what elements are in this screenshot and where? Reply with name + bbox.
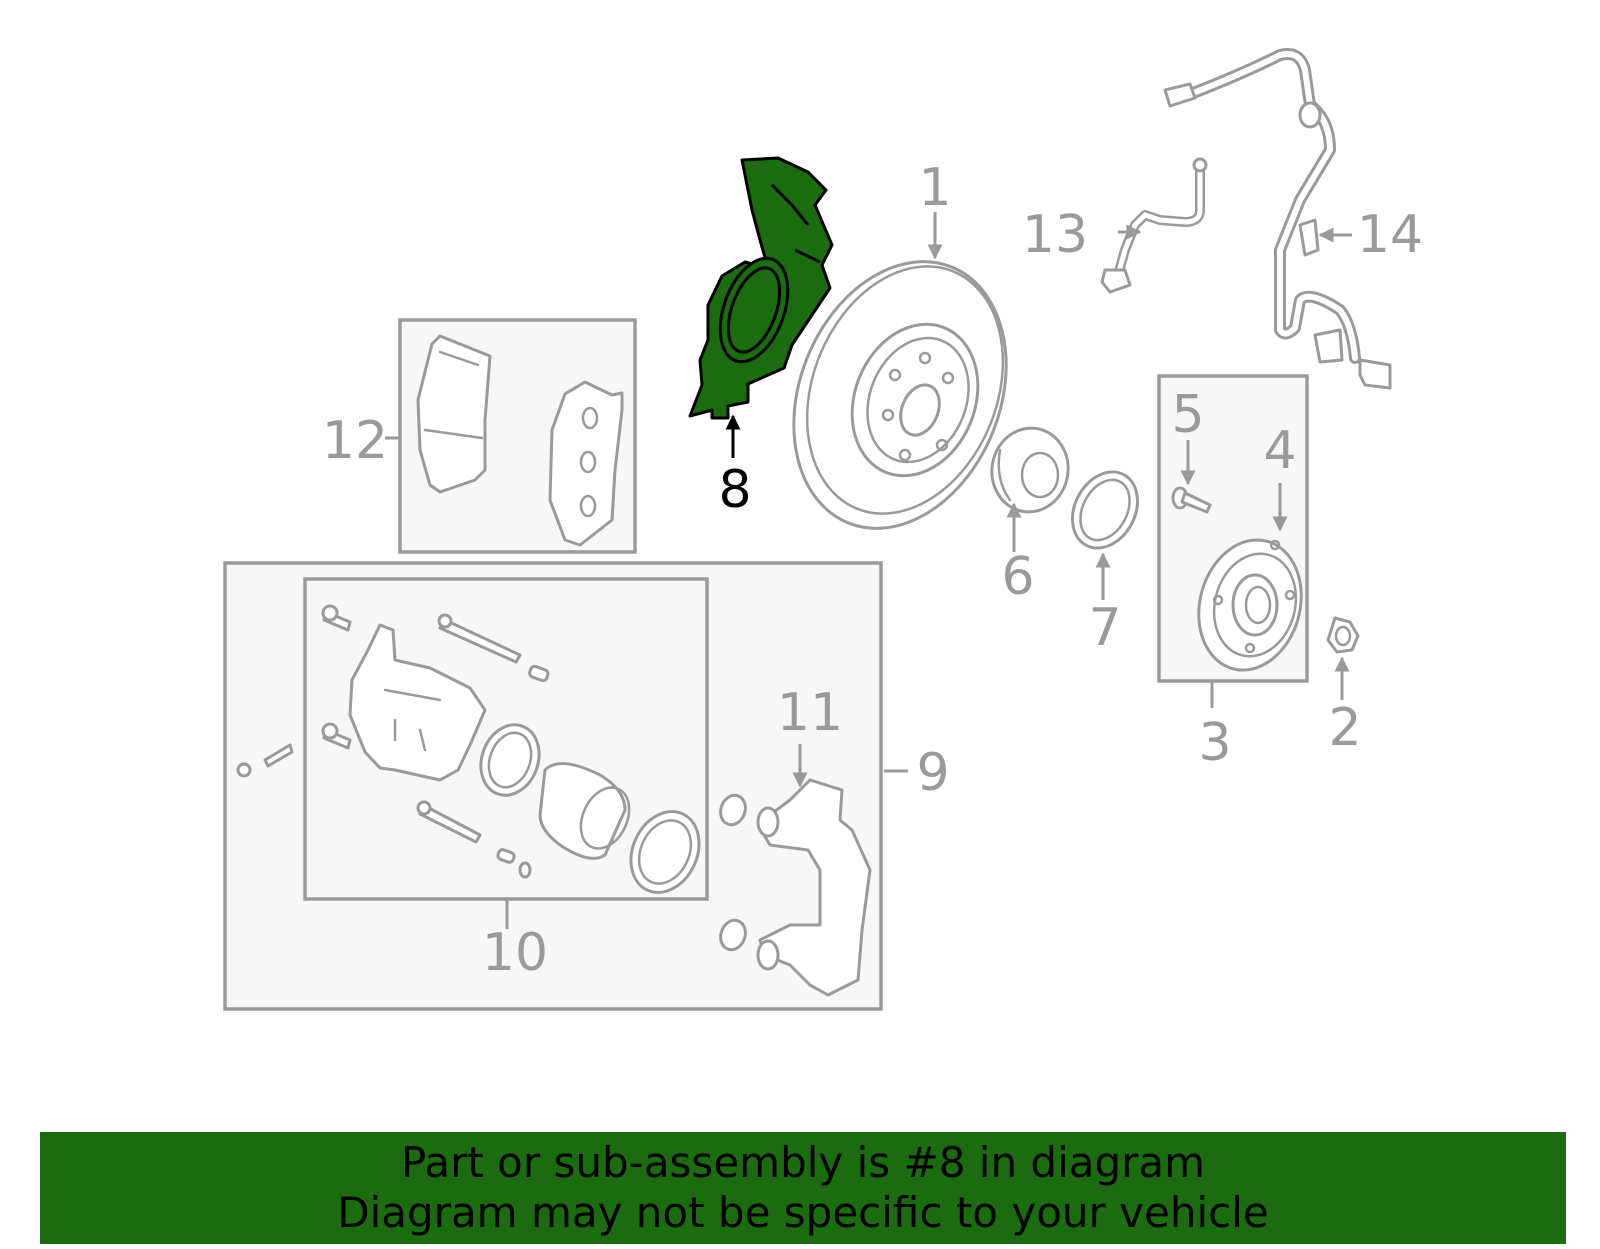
hub-nut-part-2[interactable] [1326,616,1360,654]
caliper-bracket-part-11[interactable] [717,778,872,997]
leader-lines [385,212,1352,929]
callout-7[interactable]: 7 [1088,598,1121,658]
brake-hose-part-13[interactable] [1100,157,1208,294]
brake-rotor-part-1[interactable] [756,230,1045,561]
callout-4[interactable]: 4 [1263,421,1296,481]
callout-9[interactable]: 9 [916,743,949,803]
wheel-bearing-part-6[interactable] [985,422,1074,518]
callout-14[interactable]: 14 [1357,205,1423,265]
wheel-hub-part-4[interactable] [1185,528,1316,681]
abs-sensor-wire-part-14[interactable] [1163,48,1392,390]
banner-line-1: Part or sub-assembly is #8 in diagram [400,1138,1206,1187]
dust-shield-part-8[interactable] [688,156,834,420]
callout-5[interactable]: 5 [1171,385,1204,445]
callout-3[interactable]: 3 [1198,713,1231,773]
banner-line-2: Diagram may not be specific to your vehi… [337,1188,1269,1237]
callout-2[interactable]: 2 [1328,698,1361,758]
brake-pads-part-12[interactable] [416,334,624,547]
hub-bolt-part-5[interactable] [1171,486,1212,514]
caliper-assembly-part-10[interactable] [236,604,712,904]
callout-12[interactable]: 12 [322,411,388,471]
callout-13[interactable]: 13 [1022,205,1088,265]
callout-1[interactable]: 1 [918,158,951,218]
snap-ring-part-7[interactable] [1060,461,1151,560]
callout-6[interactable]: 6 [1001,547,1034,607]
callout-10[interactable]: 10 [482,923,548,983]
callout-8[interactable]: 8 [718,460,751,520]
callout-11[interactable]: 11 [777,683,843,743]
info-banner: Part or sub-assembly is #8 in diagram Di… [40,1132,1566,1244]
